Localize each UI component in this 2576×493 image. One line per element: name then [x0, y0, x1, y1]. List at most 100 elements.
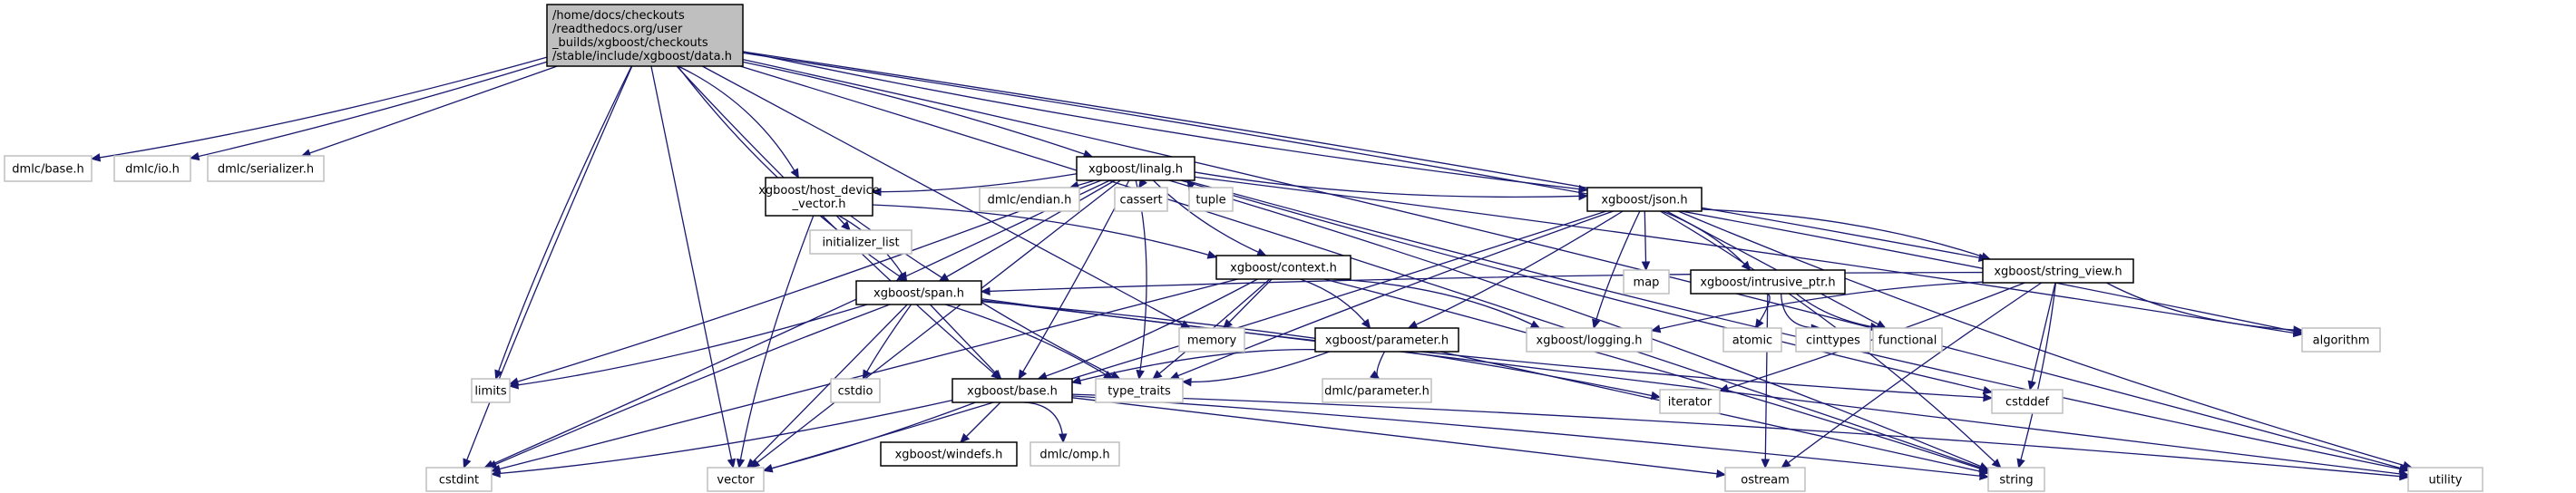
edge-span-to-limits	[509, 304, 868, 387]
edge-linalg-to-host_device_vector	[872, 173, 1078, 193]
node-label: string	[1999, 474, 2033, 488]
edge-data-to-dmlc_base	[91, 56, 548, 160]
node-dmlc-omp: dmlc/omp.h	[1029, 441, 1120, 467]
edge-data-to-base	[676, 65, 1000, 380]
arrowhead-icon	[508, 381, 520, 390]
node-box	[1987, 467, 2045, 492]
node-string: string	[1987, 467, 2045, 492]
arrowhead-icon	[1407, 320, 1419, 329]
arrowhead-icon	[1370, 370, 1381, 380]
node-label: iterator	[1668, 396, 1712, 410]
node-logging: xgboost/logging.h	[1526, 327, 1653, 353]
arrowhead-icon	[490, 469, 501, 478]
node-box	[1690, 269, 1846, 295]
node-box	[951, 378, 1073, 403]
edge-span-to-type_traits	[945, 304, 1114, 380]
arrowhead-icon	[1152, 370, 1163, 380]
edge-data-to-limits	[495, 65, 632, 380]
edge-linalg-to-json	[1194, 171, 1588, 198]
arrowhead-icon	[1641, 261, 1651, 272]
edge-data-to-cstdint	[463, 65, 633, 469]
node-parameter[interactable]: xgboost/parameter.h	[1314, 327, 1459, 353]
node-label: xgboost/parameter.h	[1325, 334, 1449, 348]
arrowhead-icon	[727, 458, 737, 469]
arrowhead-icon	[486, 459, 498, 469]
node-algorithm: algorithm	[2301, 327, 2381, 353]
node-label: dmlc/omp.h	[1039, 449, 1109, 462]
node-linalg[interactable]: xgboost/linalg.h	[1076, 156, 1195, 181]
arrowhead-icon	[746, 458, 756, 469]
edge-base-to-string	[1071, 395, 1989, 478]
node-box	[1526, 327, 1653, 353]
arrowhead-icon	[1255, 247, 1267, 256]
edge-parameter-to-type_traits	[1182, 351, 1330, 383]
node-box	[830, 378, 881, 403]
node-box	[1029, 441, 1120, 467]
node-box	[855, 280, 982, 305]
nodes-layer: /home/docs/checkouts/readthedocs.org/use…	[4, 4, 2483, 492]
node-box	[2407, 467, 2483, 492]
arrowhead-icon	[762, 464, 774, 473]
edge-data-to-dmlc_serializer	[301, 65, 558, 157]
node-cstdint: cstdint	[425, 467, 493, 492]
node-host-device-vector[interactable]: xgboost/host_device_vector.h	[758, 177, 880, 217]
edge-context-to-base	[1038, 278, 1258, 380]
arrowhead-icon	[1578, 184, 1589, 194]
node-label: /readthedocs.org/user	[552, 23, 683, 36]
node-label: cstddef	[2005, 396, 2050, 410]
node-windefs[interactable]: xgboost/windefs.h	[880, 441, 1018, 467]
arrowhead-icon	[1592, 318, 1601, 330]
node-base[interactable]: xgboost/base.h	[951, 378, 1073, 403]
arrowhead-icon	[736, 458, 746, 469]
arrowhead-icon	[1578, 191, 1589, 201]
arrowhead-icon	[463, 458, 472, 469]
edge-span-to-vector	[746, 304, 908, 469]
node-label: cstdint	[439, 474, 479, 488]
edge-intrusive_ptr-to-ostream	[1764, 293, 1769, 469]
arrowhead-icon	[862, 369, 872, 381]
arrowhead-icon	[841, 220, 851, 231]
edge-data-to-dmlc_io	[190, 61, 548, 160]
node-dmlc-serializer: dmlc/serializer.h	[207, 155, 325, 182]
node-box	[4, 155, 93, 182]
node-box	[1322, 378, 1432, 403]
node-label: functional	[1878, 334, 1937, 348]
arrowhead-icon	[991, 369, 1002, 380]
arrowhead-icon	[494, 369, 503, 381]
arrowhead-icon	[1650, 391, 1662, 401]
arrowhead-icon	[1979, 471, 1990, 480]
node-string-view[interactable]: xgboost/string_view.h	[1982, 258, 2134, 284]
node-context[interactable]: xgboost/context.h	[1215, 255, 1351, 280]
node-box	[1724, 467, 1806, 492]
node-json[interactable]: xgboost/json.h	[1586, 187, 1703, 212]
node-intrusive-ptr[interactable]: xgboost/intrusive_ptr.h	[1690, 269, 1846, 295]
node-span[interactable]: xgboost/span.h	[855, 280, 982, 305]
node-box	[1659, 389, 1721, 414]
node-label: dmlc/base.h	[12, 163, 83, 177]
node-label: _vector.h	[792, 198, 846, 211]
node-box	[425, 467, 493, 492]
node-label: /home/docs/checkouts	[552, 9, 685, 23]
edge-data-to-json	[742, 51, 1588, 191]
node-box	[765, 177, 873, 217]
node-data[interactable]: /home/docs/checkouts/readthedocs.org/use…	[546, 4, 744, 67]
node-cassert: cassert	[1114, 187, 1168, 212]
arrowhead-icon	[1529, 320, 1541, 329]
node-label: cinttypes	[1806, 334, 1860, 348]
edge-span-to-base	[929, 304, 1002, 380]
arrowhead-icon	[1983, 392, 1994, 402]
node-label: algorithm	[2313, 334, 2370, 348]
node-label: dmlc/io.h	[125, 163, 180, 177]
node-cstddef: cstddef	[1991, 389, 2064, 414]
edge-context-to-memory	[1223, 278, 1273, 329]
node-cstdio: cstdio	[830, 378, 881, 403]
node-box	[546, 4, 744, 67]
arrowhead-icon	[2293, 325, 2304, 334]
node-label: xgboost/host_device	[758, 184, 880, 198]
edge-json-to-logging	[1593, 210, 1641, 329]
edge-linalg-to-limits	[509, 179, 1102, 385]
node-box	[1188, 187, 1234, 212]
edge-json-to-string_view	[1701, 208, 1991, 260]
node-ostream: ostream	[1724, 467, 1806, 492]
node-label: initializer_list	[822, 237, 899, 250]
